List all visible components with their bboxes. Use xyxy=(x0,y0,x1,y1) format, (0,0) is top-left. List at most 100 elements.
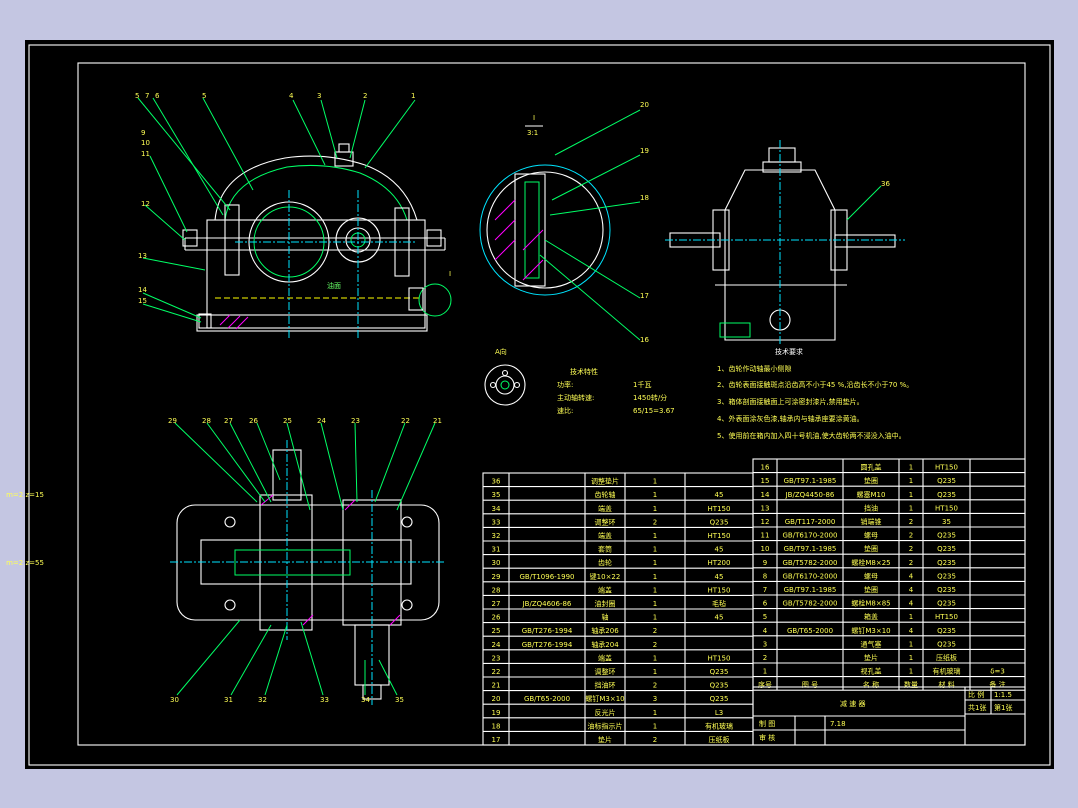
bom-right-cell: GB/T97.1-1985 xyxy=(784,477,837,485)
oil-level-label: 油面 xyxy=(327,281,341,290)
bom-left-cell: 1 xyxy=(653,722,657,730)
bom-right-cell: 14 xyxy=(761,491,770,499)
bom-left-cell: 45 xyxy=(715,614,724,622)
callout-23: 23 xyxy=(351,417,360,425)
bom-left-cell: m=2 z=55 xyxy=(6,559,44,567)
bom-left-cell: 25 xyxy=(492,627,501,635)
bom-right-cell: 2 xyxy=(909,532,913,540)
spec-value-2: 1450转/分 xyxy=(633,393,667,402)
bom-left-cell: 端盖 xyxy=(598,653,612,662)
spec-value-3: 65/15=3.67 xyxy=(633,407,675,415)
bom-right-cell: Q235 xyxy=(937,559,956,567)
bom-right-cell: GB/T5782-2000 xyxy=(782,559,837,567)
bom-right-cell: 1 xyxy=(909,464,913,472)
callout-19: 19 xyxy=(640,147,649,155)
spec-value-1: 1千瓦 xyxy=(633,380,651,389)
bom-left-cell: 1 xyxy=(653,600,657,608)
bom-left-cell: L3 xyxy=(715,709,723,717)
bom-right-cell: 16 xyxy=(761,464,770,472)
bom-right-cell: 2 xyxy=(763,654,767,662)
bom-left-cell: 压纸板 xyxy=(709,735,730,744)
a-view: A向 xyxy=(484,347,526,406)
bom-right-cell: 6 xyxy=(763,600,768,608)
callout-33: 33 xyxy=(320,696,329,704)
bom-left-cell: 垫片 xyxy=(598,735,612,744)
detail-scale: 3:1 xyxy=(527,129,538,137)
bom-left-cell: 油封圈 xyxy=(595,599,616,608)
bom-right-cell: 有机玻璃 xyxy=(933,667,961,676)
bom-right-cell: 1 xyxy=(763,668,767,676)
bom-right-cell: 2 xyxy=(909,518,913,526)
drawing-title: 减 速 器 xyxy=(840,699,865,708)
bom-left-cell: 27 xyxy=(492,600,501,608)
bom-left-cell: 毛毡 xyxy=(712,599,726,608)
bom-left-cell: 螺钉M3×10 xyxy=(585,694,624,703)
bom-left-cell: 端盖 xyxy=(598,585,612,594)
bom-left-cell: HT150 xyxy=(708,654,731,662)
callout-4: 4 xyxy=(289,92,294,100)
callout-6: 6 xyxy=(155,92,160,100)
bom-left-cell: 齿轮 xyxy=(598,558,612,567)
bom-left-cell: 反光片 xyxy=(595,708,616,717)
outer-frame xyxy=(28,44,1051,766)
bom-left-cell: 20 xyxy=(492,695,501,703)
bom-left-cell: 端盖 xyxy=(598,504,612,513)
bom-left-cell: 1 xyxy=(653,478,657,486)
bom-right-cell: GB/T65-2000 xyxy=(787,627,833,635)
bom-left-cell: HT200 xyxy=(708,559,731,567)
callout-14: 14 xyxy=(138,286,147,294)
bom-right-cell: 8 xyxy=(763,572,767,580)
bom-right-cell: 垫圈 xyxy=(864,544,878,553)
callout-13: 13 xyxy=(138,252,147,260)
scale-label: 比 例 xyxy=(968,690,984,699)
callout-2: 2 xyxy=(363,92,367,100)
callout-15: 15 xyxy=(138,297,147,305)
bom-right-cell: Q235 xyxy=(937,491,956,499)
bom-right-cell: HT150 xyxy=(935,504,958,512)
bom-left-cell: 轴承206 xyxy=(591,626,619,635)
bom-right-cell: GB/T97.1-1985 xyxy=(784,545,837,553)
bom-left-cell: 1 xyxy=(653,709,657,717)
bom-left-cell: 油标指示片 xyxy=(588,721,623,730)
callout-12: 12 xyxy=(141,200,150,208)
callout-25: 25 xyxy=(283,417,292,425)
bom-right-cell: 12 xyxy=(761,518,770,526)
spec-label-3: 速比: xyxy=(557,406,573,415)
callout-18: 18 xyxy=(640,194,649,202)
callout-21: 21 xyxy=(433,417,442,425)
bom-left-cell: 2 xyxy=(653,518,657,526)
bom-left-cell: 45 xyxy=(715,573,724,581)
bom-right-cell: 1 xyxy=(909,491,913,499)
sheet-number: 第1张 xyxy=(994,703,1012,712)
bom-right-cell: 圆孔盖 xyxy=(861,463,882,472)
callout-35: 35 xyxy=(395,696,404,704)
bom-right-cell: 垫圈 xyxy=(864,476,878,485)
bom-right-cell: Q235 xyxy=(937,640,956,648)
bom-left-cell: 1 xyxy=(653,491,657,499)
bom-left-cell: Q235 xyxy=(710,668,729,676)
bom-left-cell: 34 xyxy=(492,505,501,513)
bom-left-cell: 套筒 xyxy=(598,545,612,554)
bom-right-cell: 销端锥 xyxy=(861,517,882,526)
bom-right-cell: 11 xyxy=(761,532,770,540)
front-callouts: 5 7 6 5 4 3 2 1 9 10 11 12 13 14 15 油面 I xyxy=(135,92,451,323)
bom-right-cell: JB/ZQ4450-86 xyxy=(785,491,835,499)
bom-left-cell: 2 xyxy=(653,627,657,635)
sheets-total: 共1张 xyxy=(968,703,986,712)
bom-left-cell: 45 xyxy=(715,491,724,499)
bom-left-cell: 1 xyxy=(653,668,657,676)
bom-right-header-cell: 材 料 xyxy=(938,680,954,689)
callout-16: 16 xyxy=(640,336,649,344)
bom-right-header-cell: 数量 xyxy=(904,680,918,689)
bom-left-cell: Q235 xyxy=(710,695,729,703)
bom-right-cell: 螺母 xyxy=(864,571,878,580)
detail-marker-i: I xyxy=(449,270,451,278)
callout-7: 7 xyxy=(145,92,149,100)
bom-left-cell: 33 xyxy=(492,518,501,526)
bom-left-cell: JB/ZQ4606-86 xyxy=(522,600,572,608)
checked-by: 审 核 xyxy=(759,733,775,742)
bom-right-cell: 1 xyxy=(909,613,913,621)
tech-requirements: 技术要求 1、齿轮作动轴最小侧隙 2、齿轮表面接触斑点沿齿高不小于45 %,沿齿… xyxy=(717,347,913,440)
bom-right-cell: 15 xyxy=(761,477,770,485)
